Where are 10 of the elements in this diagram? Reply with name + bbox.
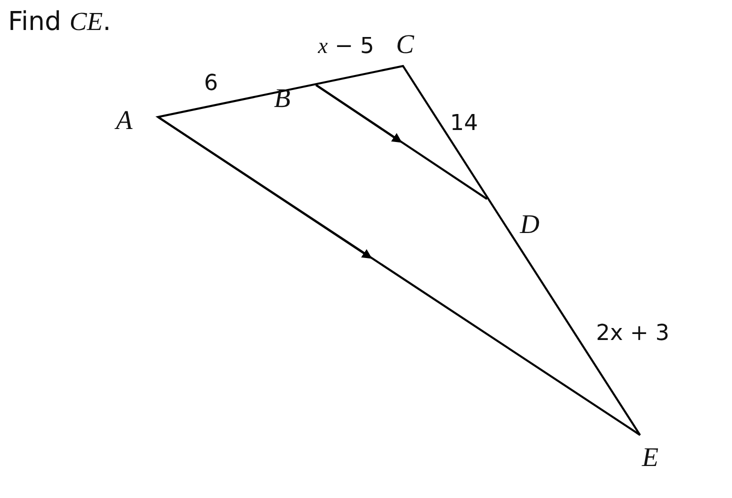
- measure-label: 2x + 3: [596, 322, 670, 346]
- point-label: E: [642, 443, 658, 473]
- measure-label: x − 5: [318, 34, 374, 60]
- point-label: C: [396, 30, 414, 60]
- point-label: B: [274, 84, 290, 114]
- measure-label: 6: [204, 72, 218, 96]
- point-label: D: [520, 210, 540, 240]
- point-label: A: [116, 106, 132, 136]
- question-text: Find CE.: [8, 8, 112, 37]
- measure-label: 14: [450, 112, 478, 136]
